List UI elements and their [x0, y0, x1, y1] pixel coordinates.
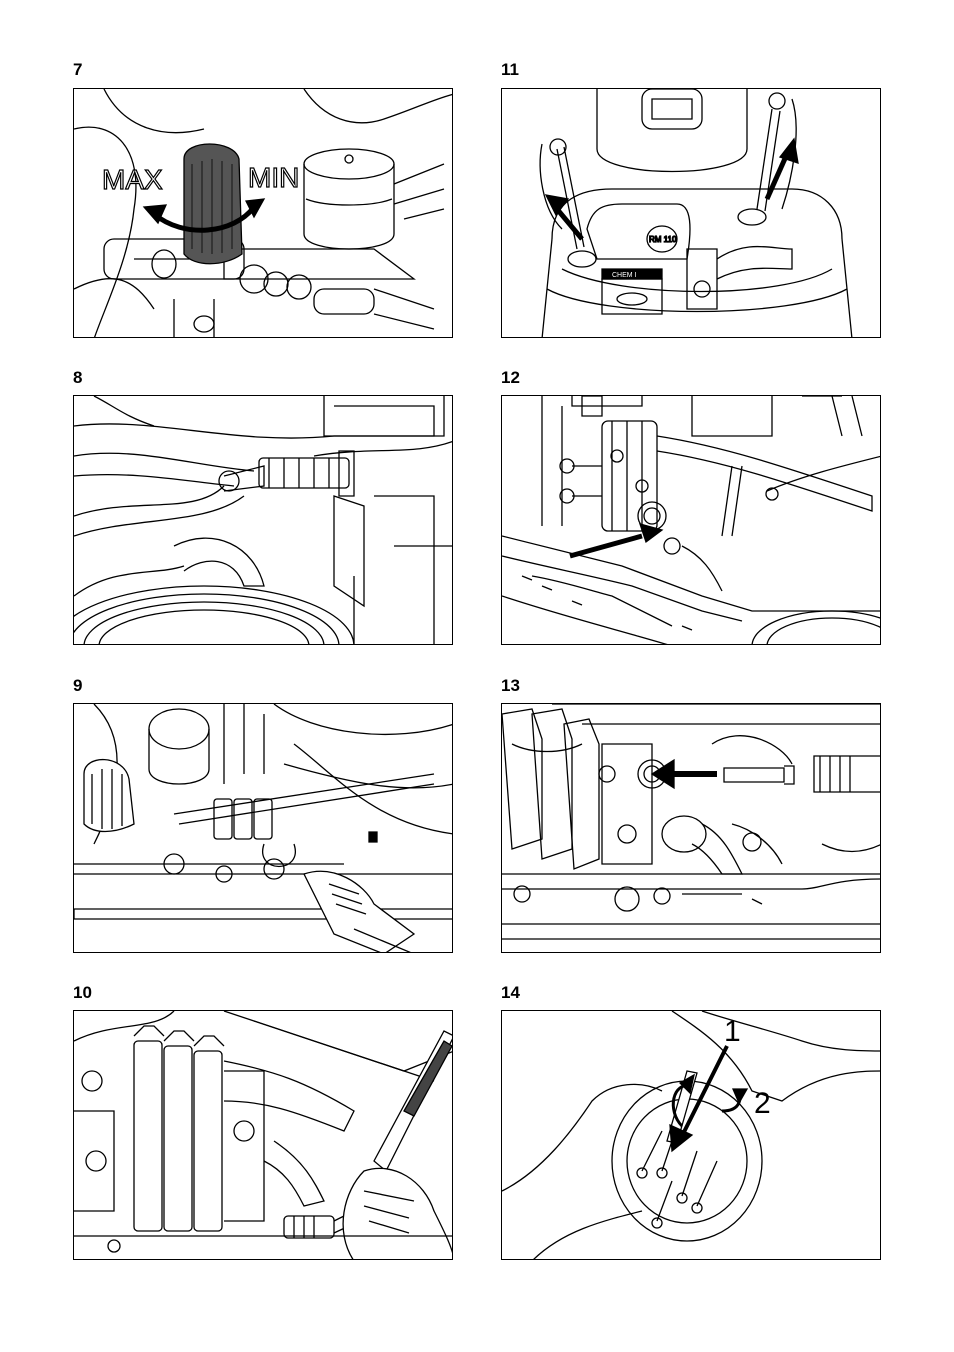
figure-8-illustration [73, 395, 453, 645]
step-2-label: 2 [754, 1087, 771, 1120]
figure-number-9: 9 [73, 677, 82, 694]
figure-12-illustration [501, 395, 881, 645]
figure-7-illustration: MAX MIN [73, 88, 453, 338]
max-label: MAX [102, 164, 163, 195]
figure-number-10: 10 [73, 984, 92, 1001]
figure-number-7: 7 [73, 61, 82, 78]
figure-number-11: 11 [501, 61, 519, 78]
figure-11-illustration: RM 110 CHEM I [501, 88, 881, 338]
figure-14-illustration: 1 2 [501, 1010, 881, 1260]
figure-number-13: 13 [501, 677, 520, 694]
chem-bottle-label: CHEM I [612, 272, 637, 279]
min-label: MIN [248, 162, 299, 193]
figure-number-8: 8 [73, 369, 82, 386]
rm110-cap-label: RM 110 [649, 235, 677, 244]
figure-10-illustration [73, 1010, 453, 1260]
figure-number-14: 14 [501, 984, 520, 1001]
step-1-label: 1 [724, 1015, 741, 1048]
figure-9-illustration [73, 703, 453, 953]
figure-13-illustration [501, 703, 881, 953]
figure-number-12: 12 [501, 369, 520, 386]
